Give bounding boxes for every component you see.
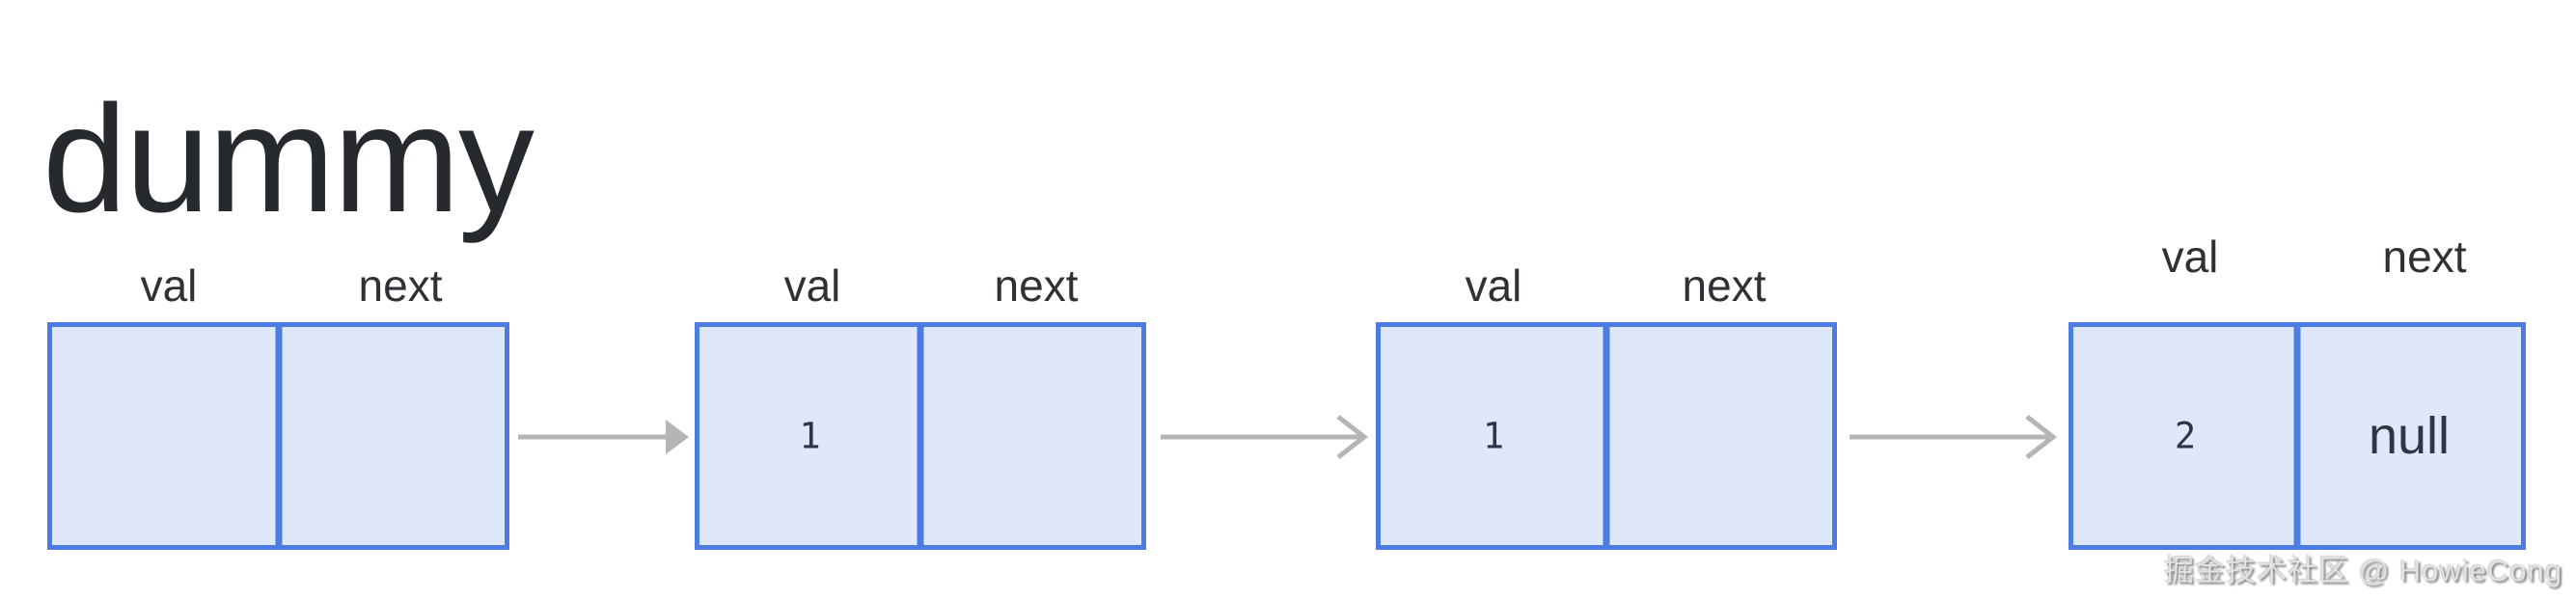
cell-divider [275,327,282,545]
val-cell-value: 1 [1482,415,1505,457]
val-label: val [783,260,841,311]
list-node-1: 1 [695,322,1146,550]
list-node-3: 2 null [2069,322,2526,550]
list-node-dummy [47,322,509,550]
arrow-right-icon [1850,415,2058,459]
next-cell-value: null [2368,407,2451,465]
val-cell-value: 1 [799,415,821,457]
arrow-right-icon [1161,415,1369,459]
page-title: dummy [42,74,534,244]
cell-divider [2293,327,2301,545]
next-label: next [358,260,443,311]
watermark: 掘金技术社区 @ HowieCong [2164,554,2562,587]
cell-divider [917,327,924,545]
arrow-right-icon [518,420,689,454]
val-cell-value: 2 [2174,415,2197,457]
val-label: val [140,260,198,311]
next-label: next [1682,260,1767,311]
next-label: next [994,260,1079,311]
val-label: val [1465,260,1522,311]
list-node-2: 1 [1376,322,1837,550]
cell-divider [1603,327,1610,545]
val-label: val [2161,232,2219,282]
next-label: next [2382,232,2467,282]
